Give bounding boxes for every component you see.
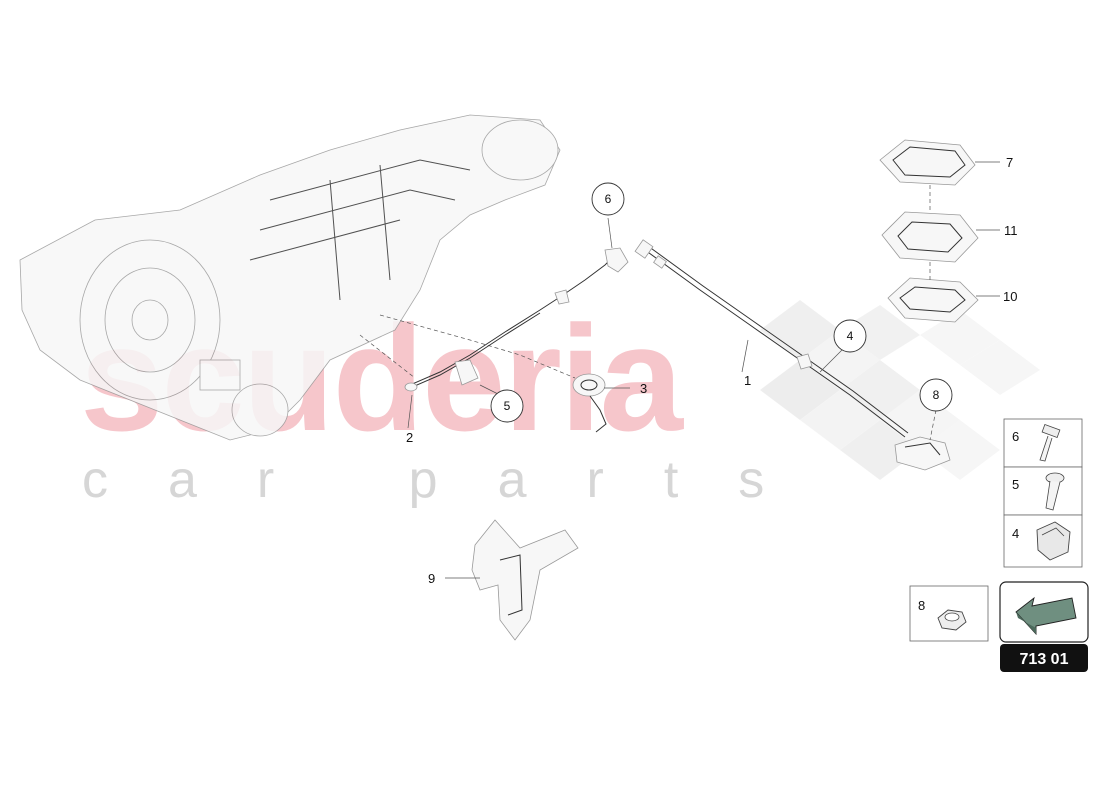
cover-part-7: [879, 139, 976, 186]
reference-code-box: [1000, 644, 1088, 672]
arrow-icon: [1015, 596, 1077, 636]
leader-5: [479, 384, 499, 395]
svg-text:4: 4: [1012, 526, 1019, 541]
nut-icon: [937, 609, 967, 631]
bubble-4: 4: [833, 319, 867, 353]
bolt-icon: [1039, 423, 1061, 462]
connector-part-8: [894, 436, 951, 471]
svg-text:6: 6: [605, 192, 612, 206]
reference-code: 713 01: [1020, 651, 1069, 668]
sensor-part-3: [572, 373, 607, 433]
guide-line-wire: [359, 334, 416, 379]
screw-icon: [1045, 472, 1065, 511]
gearbox-illustration: [19, 114, 561, 441]
callout-9: 9: [428, 571, 435, 586]
callout-10: 10: [1003, 289, 1017, 304]
leader-1: [741, 339, 749, 373]
leader-2: [407, 394, 413, 429]
reference-panel: 713 01: [999, 581, 1089, 672]
side-part-box-6: 6: [1003, 418, 1083, 468]
sensor-cable-part-1: [634, 239, 909, 438]
clip-icon: [1036, 521, 1071, 561]
callout-1: 1: [744, 373, 751, 388]
svg-text:5: 5: [1012, 477, 1019, 492]
svg-text:4: 4: [847, 329, 854, 343]
callout-2: 2: [406, 430, 413, 445]
guide-line-sensor: [379, 314, 576, 379]
svg-text:5: 5: [504, 399, 511, 413]
guide-line-connector: [929, 409, 937, 441]
side-part-box-5: 5: [1003, 466, 1083, 516]
watermark-tagline: car parts: [82, 451, 824, 509]
bubble-5: 5: [490, 389, 524, 423]
side-part-box-8: 8: [909, 585, 989, 642]
bubble-6: 6: [591, 182, 625, 216]
callout-7: 7: [1006, 155, 1013, 170]
leader-6: [607, 217, 613, 249]
bubble-8: 8: [919, 378, 953, 412]
side-part-box-4: 4: [1003, 514, 1083, 568]
svg-text:8: 8: [918, 598, 925, 613]
callout-3: 3: [640, 381, 647, 396]
svg-text:6: 6: [1012, 429, 1019, 444]
wire-harness-part-2: [404, 247, 629, 392]
gasket-part-10: [887, 277, 979, 323]
svg-text:8: 8: [933, 388, 940, 402]
callout-11: 11: [1004, 223, 1018, 238]
bracket-part-9: [471, 519, 579, 641]
frame-part-11: [881, 211, 979, 263]
leader-4: [819, 349, 843, 373]
